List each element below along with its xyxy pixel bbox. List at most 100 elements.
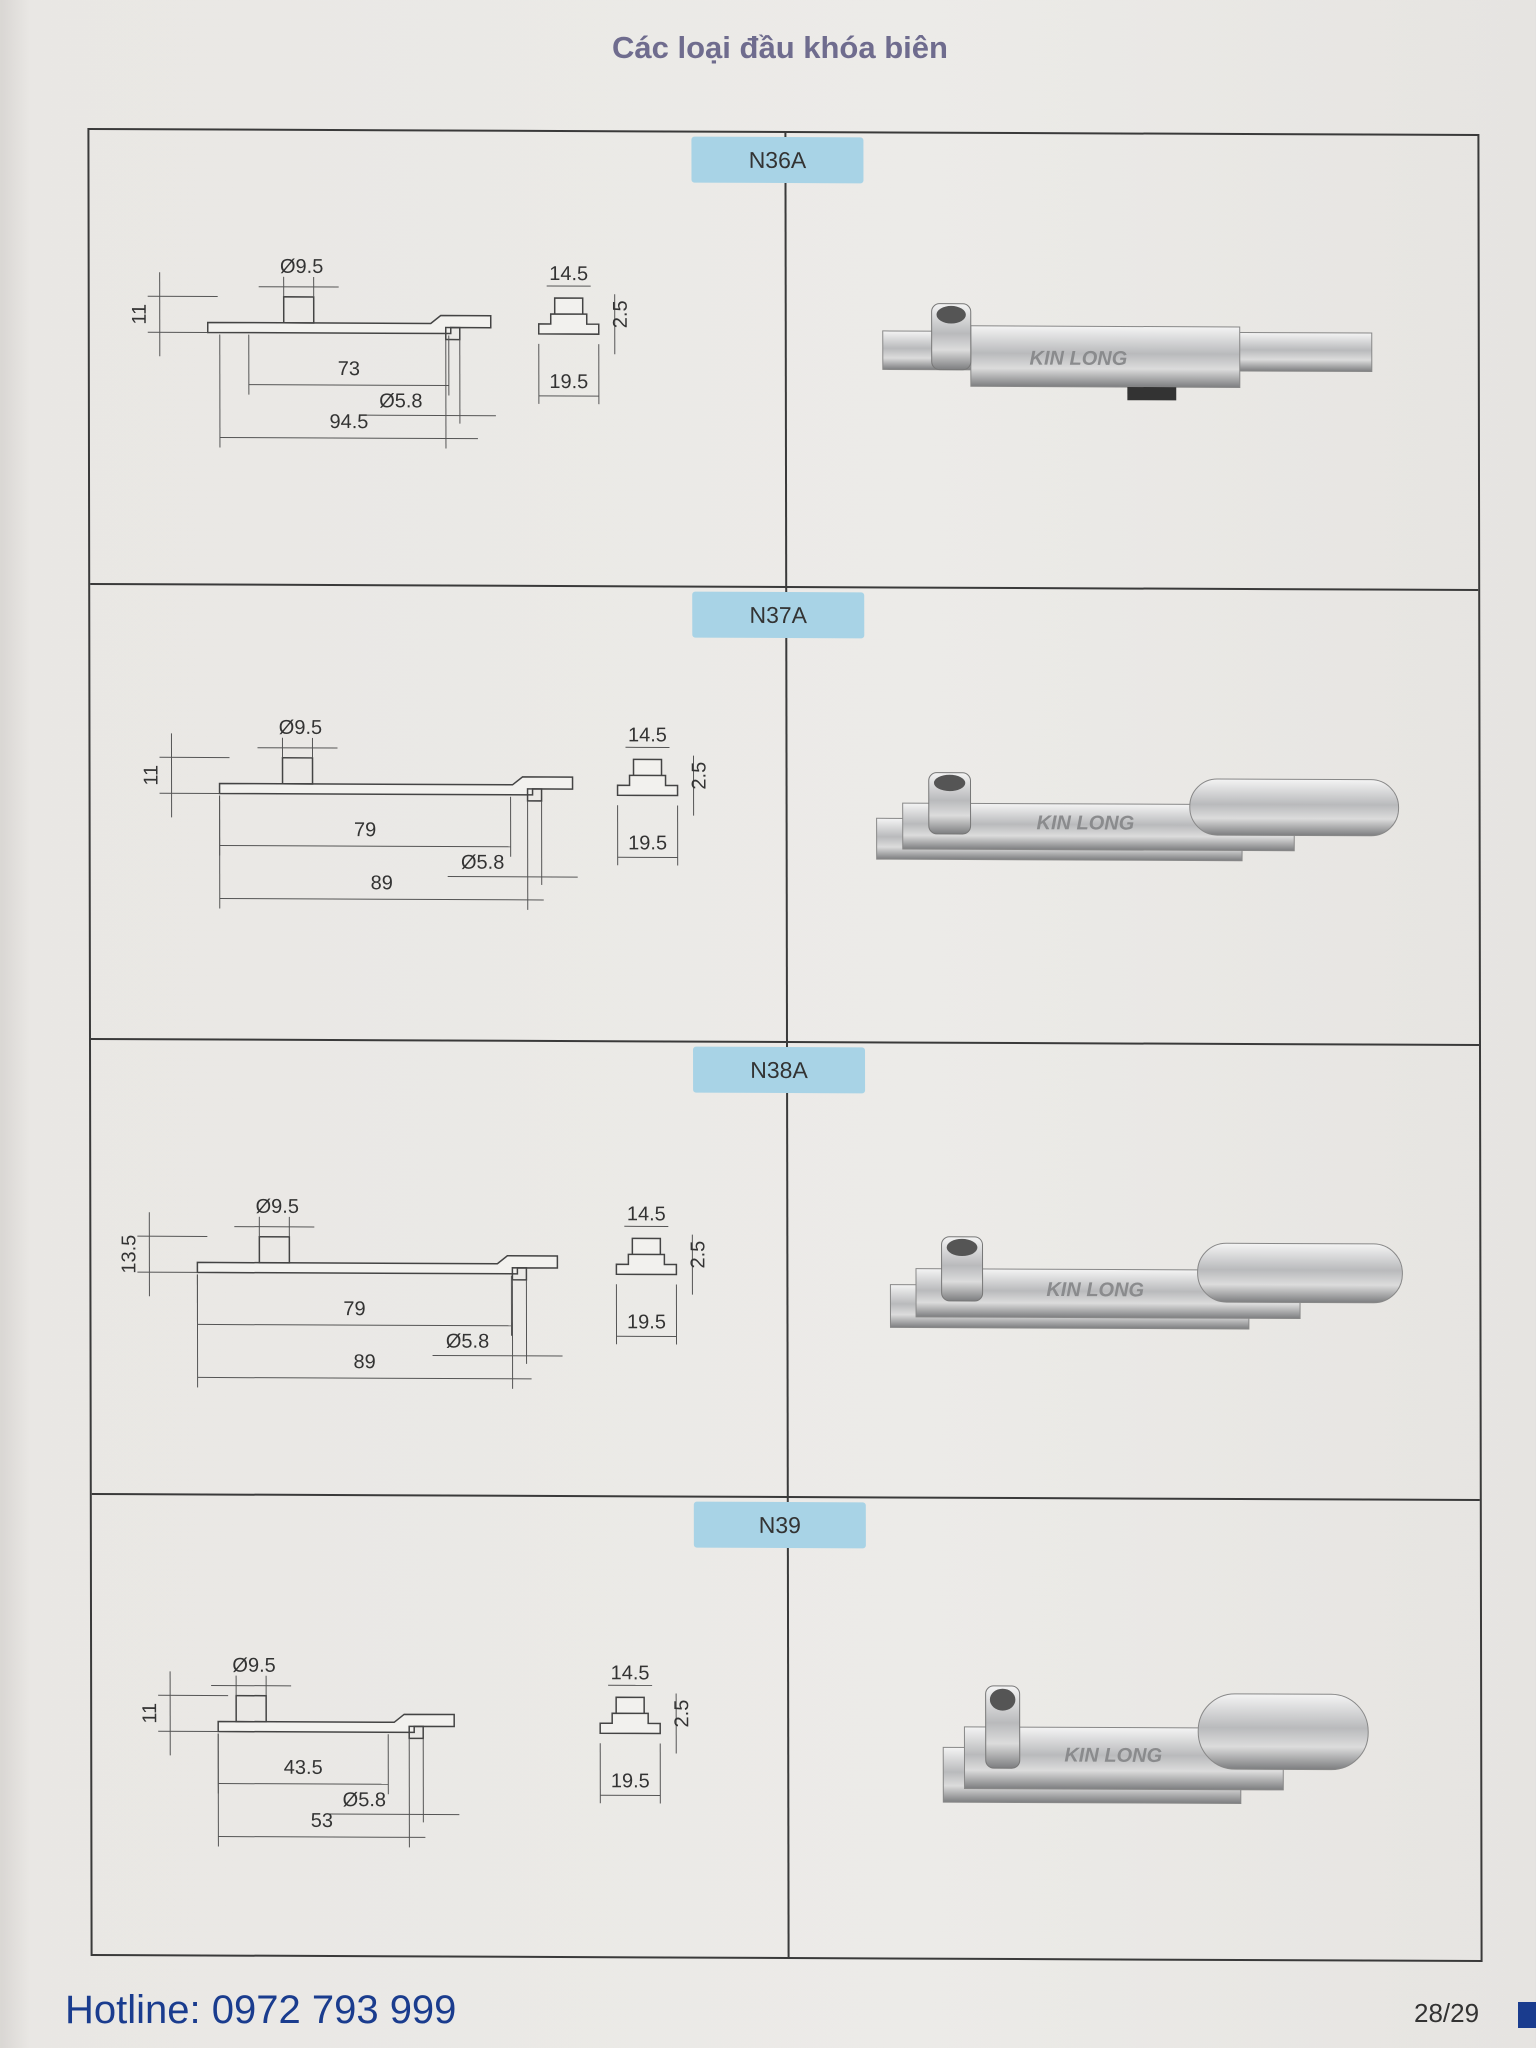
page-number: 28/29 <box>1414 1998 1480 2028</box>
product-photo: KIN LONG <box>889 1236 1403 1330</box>
page-title: Các loại đầu khóa biên <box>612 30 948 65</box>
technical-drawing: 11 Ø9.5 43.5Ø5.8 53 14.5 19.5 2.5 <box>139 1655 693 1848</box>
dim-inner-length: 79 <box>354 819 376 841</box>
bolt-body-outline <box>196 1255 559 1275</box>
dimension-line <box>219 898 544 901</box>
end-pin-outline <box>511 1267 528 1281</box>
lock-pin-outline <box>281 757 314 785</box>
bolt-tip <box>1197 1693 1369 1771</box>
lock-pin-outline <box>235 1694 267 1723</box>
dim-inner-length: 43.5 <box>284 1757 323 1779</box>
product-photo: KIN LONG <box>882 303 1373 401</box>
dim-hole-diameter: Ø5.8 <box>343 1789 386 1811</box>
dim-top-width: 14.5 <box>549 263 588 285</box>
brand-mark: KIN LONG <box>1029 348 1127 370</box>
dim-hole-diameter: Ø5.8 <box>446 1331 489 1353</box>
clip <box>1127 386 1177 401</box>
dim-total-length: 94.5 <box>329 411 368 433</box>
hex-socket-icon <box>933 774 966 792</box>
brand-mark: KIN LONG <box>1046 1279 1144 1301</box>
product-photo: KIN LONG <box>942 1685 1369 1804</box>
bolt-body-outline <box>217 1713 455 1734</box>
product-photo: KIN LONG <box>876 772 1400 862</box>
dim-hole-diameter: Ø5.8 <box>461 852 504 874</box>
page-marker-icon <box>1518 2002 1536 2028</box>
bolt-body-outline <box>206 314 492 335</box>
hex-socket-icon <box>936 305 966 324</box>
dim-bottom-width: 19.5 <box>628 832 667 854</box>
dim-pin-diameter: Ø9.5 <box>280 256 323 278</box>
product-photo-cell: KIN LONG <box>785 588 1481 1044</box>
dim-bottom-width: 19.5 <box>611 1770 650 1792</box>
brand-mark: KIN LONG <box>1037 812 1135 834</box>
dim-step: 2.5 <box>687 1241 709 1269</box>
product-code-badge: N36A <box>691 136 864 184</box>
dimension-line <box>447 876 578 878</box>
lock-pin-outline <box>282 296 315 324</box>
end-pin-outline <box>444 326 461 341</box>
dimension-line <box>218 1836 426 1838</box>
dimension-line <box>329 1813 460 1816</box>
dim-total-length: 53 <box>311 1810 333 1832</box>
side-view-outline <box>616 758 679 797</box>
product-code-badge: N38A <box>693 1046 866 1094</box>
dim-inner-length: 79 <box>343 1298 365 1320</box>
lock-pin-outline <box>258 1235 291 1264</box>
product-code-badge: N39 <box>693 1501 866 1549</box>
end-pin-outline <box>526 788 543 802</box>
dim-total-length: 89 <box>353 1351 375 1373</box>
dim-pin-diameter: Ø9.5 <box>279 717 322 739</box>
side-view-outline <box>615 1237 678 1276</box>
dimension-line <box>218 1783 389 1785</box>
dimension-line <box>197 1376 532 1380</box>
hex-socket-icon <box>989 1688 1016 1711</box>
product-photo-cell: KIN LONG <box>784 133 1480 589</box>
side-view-outline <box>537 297 600 335</box>
dim-top-width: 14.5 <box>627 1203 666 1225</box>
dimension-line <box>248 384 449 387</box>
hex-socket-icon <box>946 1238 978 1257</box>
dim-bottom-width: 19.5 <box>627 1311 666 1333</box>
dim-bottom-width: 19.5 <box>549 371 588 393</box>
dim-total-length: 89 <box>371 872 393 894</box>
dimension-line <box>432 1354 563 1357</box>
dimension-line <box>219 437 478 440</box>
dimension-line <box>219 845 511 848</box>
bolt-tip <box>1189 778 1400 837</box>
product-photo-cell: KIN LONG <box>786 1043 1482 1499</box>
dim-pin-diameter: Ø9.5 <box>256 1196 299 1218</box>
product-code-badge: N37A <box>692 591 865 639</box>
dim-top-width: 14.5 <box>611 1662 650 1684</box>
hotline-text: Hotline: 0972 793 999 <box>65 1988 457 2032</box>
dimension-line <box>365 414 496 417</box>
dim-step: 2.5 <box>689 762 711 790</box>
dim-step: 2.5 <box>610 300 632 328</box>
end-pin-outline <box>408 1725 424 1740</box>
brand-mark: KIN LONG <box>1064 1745 1162 1767</box>
dimension-line <box>197 1323 512 1327</box>
dim-pin-diameter: Ø9.5 <box>232 1655 275 1677</box>
bolt-tip <box>1197 1242 1403 1304</box>
bolt-body-outline <box>218 776 574 796</box>
dim-height: 11 <box>139 1703 161 1724</box>
dim-top-width: 14.5 <box>628 724 667 746</box>
dim-hole-diameter: Ø5.8 <box>379 390 422 412</box>
product-photo-cell: KIN LONG <box>787 1498 1483 1961</box>
side-view-outline <box>599 1696 661 1735</box>
dim-height: 11 <box>129 304 151 325</box>
dim-inner-length: 73 <box>338 358 360 380</box>
dim-step: 2.5 <box>671 1700 693 1728</box>
dim-height: 11 <box>141 765 163 786</box>
